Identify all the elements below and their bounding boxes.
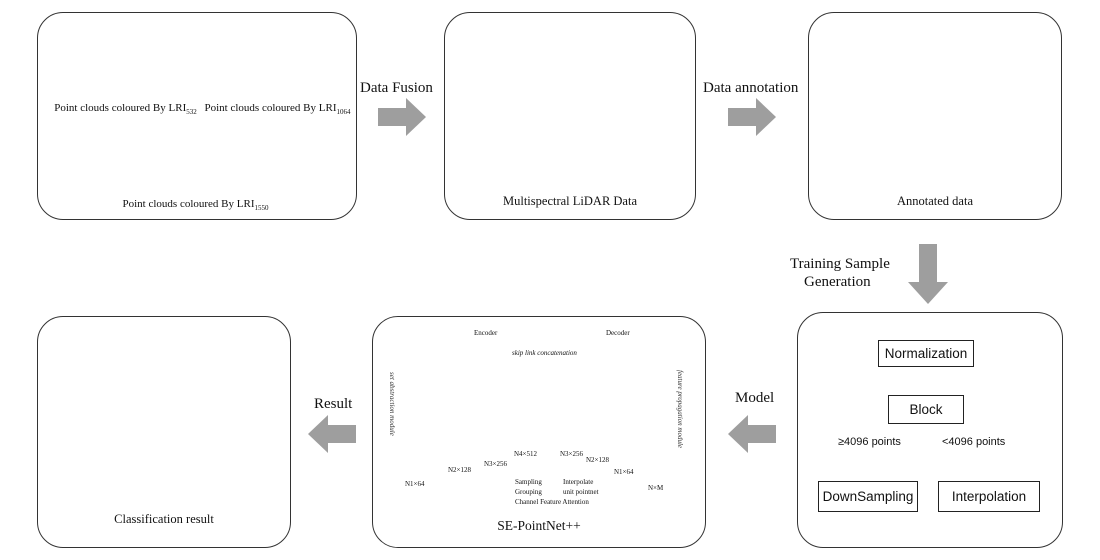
block-box: Block: [888, 395, 964, 424]
fusion-caption: Multispectral LiDAR Data: [503, 194, 637, 208]
model-arrow-label: Model: [735, 390, 775, 406]
result-arrow-label: Result: [314, 396, 353, 412]
dim-label-5: N3×256: [560, 450, 584, 458]
dim-label-6: N2×128: [586, 456, 610, 464]
downsampling-box: DownSampling: [818, 481, 918, 512]
condition-ge-4096: ≥4096 points: [838, 436, 901, 448]
legend-interpolate: Interpolate: [563, 478, 594, 486]
dim-label-4: N4×512: [514, 450, 538, 458]
lri1550-label: Point clouds coloured By LRI1550: [122, 198, 269, 213]
arrow-data-fusion: [378, 98, 426, 136]
legend-unit-pointnet: unit pointnet: [563, 488, 599, 496]
arrow-data-annotation: [728, 98, 776, 136]
arrow-training-sample: [908, 244, 948, 304]
legend-grouping: Grouping: [515, 488, 542, 496]
arrow-model: [728, 415, 776, 453]
set-abstraction-label: set abstraction module: [388, 372, 396, 436]
training-sample-label-1: Training Sample: [790, 256, 890, 272]
decoder-label: Decoder: [606, 329, 630, 337]
result-panel: [37, 316, 291, 548]
training-sample-label-2: Generation: [804, 274, 871, 290]
data-annotation-label: Data annotation: [703, 80, 799, 96]
annotated-caption: Annotated data: [896, 194, 973, 208]
interpolation-box: Interpolation: [938, 481, 1040, 512]
encoder-label: Encoder: [474, 329, 498, 337]
lri1064-label: Point clouds coloured By LRI1064: [204, 102, 351, 117]
legend-sampling: Sampling: [515, 478, 542, 486]
arrow-result: [308, 415, 356, 453]
skip-link-label: skip link concatenation: [512, 349, 577, 357]
condition-lt-4096: <4096 points: [942, 436, 1006, 448]
input-panel: [37, 12, 357, 220]
model-caption: SE-PointNet++: [497, 518, 581, 533]
annotated-panel: [808, 12, 1062, 220]
data-fusion-label: Data Fusion: [360, 80, 433, 96]
dim-label-7: N1×64: [614, 468, 634, 476]
dim-label-2: N2×128: [448, 466, 472, 474]
normalization-box: Normalization: [878, 340, 974, 367]
model-panel: [372, 316, 706, 548]
lri532-label: Point clouds coloured By LRI532: [54, 102, 197, 117]
dim-label-3: N3×256: [484, 460, 508, 468]
feature-propagation-label: feature propagation module: [676, 370, 684, 449]
legend-channel-attention: Channel Feature Attention: [515, 498, 589, 506]
fusion-panel: [444, 12, 696, 220]
dim-label-8: N×M: [648, 484, 664, 492]
result-caption: Classification result: [114, 512, 214, 526]
dim-label-1: N1×64: [405, 480, 425, 488]
